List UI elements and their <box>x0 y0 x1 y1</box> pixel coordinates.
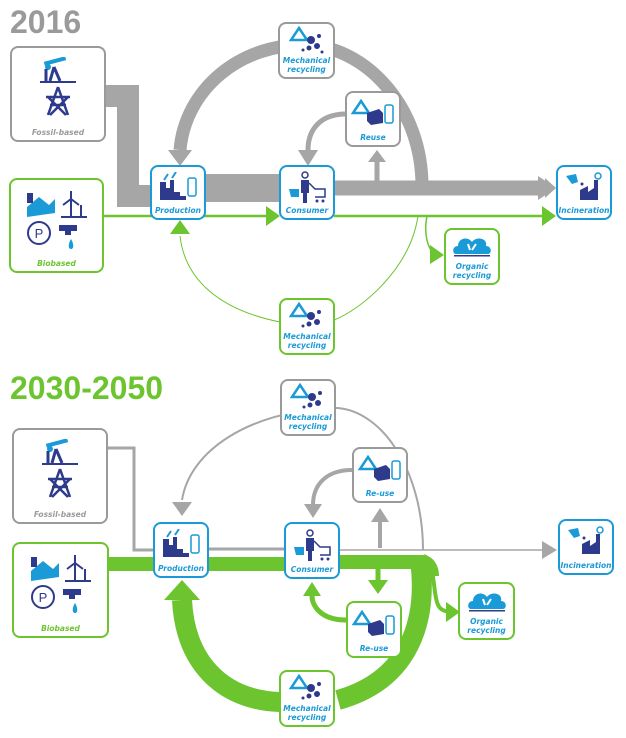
node-label: Biobased <box>37 259 76 268</box>
node-reuse: Reuse <box>345 91 401 147</box>
node-fossil-based: Fossil-based <box>10 46 106 142</box>
node-mechanical-recycling-top-2030: Mechanical recycling <box>280 379 336 436</box>
node-biobased: P Biobased <box>9 178 104 273</box>
node-label: Re-use <box>365 489 395 498</box>
recycle-particles-icon <box>282 381 334 413</box>
factory-bottle-icon <box>152 167 204 206</box>
node-label: Consumer <box>285 206 329 215</box>
node-label: Mechanical recycling <box>283 704 331 722</box>
node-biobased-2030: P Biobased <box>12 542 109 638</box>
node-consumer-2030: Consumer <box>284 522 340 579</box>
compost-cloud-icon <box>460 584 513 617</box>
factory-bottle-icon <box>155 524 207 564</box>
node-label: Fossil-based <box>33 510 87 519</box>
panel-title-2016: 2016 <box>10 4 82 40</box>
oil-pump-pylon-icon <box>14 430 106 510</box>
node-label: Production <box>158 564 204 573</box>
node-incineration: Incineration <box>556 165 612 220</box>
node-label: Consumer <box>290 565 334 574</box>
panel-2030-flows <box>108 406 557 712</box>
node-organic-recycling: Organic recycling <box>444 228 500 285</box>
node-label: Incineration <box>558 206 610 215</box>
shopper-cart-icon <box>281 167 333 206</box>
node-label: Incineration <box>560 561 612 570</box>
node-label: Mechanical recycling <box>284 413 332 431</box>
compost-cloud-icon <box>446 230 498 262</box>
node-mechanical-recycling-bottom: Mechanical recycling <box>279 298 335 355</box>
node-label: Mechanical recycling <box>283 332 331 350</box>
node-reuse-bottom-2030: Re-use <box>346 601 402 658</box>
shopper-cart-icon <box>286 524 338 565</box>
node-label: Fossil-based <box>31 128 85 137</box>
svg-text:P: P <box>38 590 47 605</box>
svg-text:P: P <box>34 226 43 241</box>
flow-production-consumer-grey <box>204 174 282 202</box>
node-organic-recycling-2030: Organic recycling <box>458 582 515 640</box>
node-label: Organic recycling <box>452 262 492 280</box>
node-label: Organic recycling <box>467 617 506 635</box>
node-mechanical-recycling-top: Mechanical recycling <box>278 22 335 79</box>
arrow-to-production <box>168 150 192 166</box>
node-incineration-2030: Incineration <box>558 519 614 575</box>
node-production: Production <box>150 165 206 220</box>
panel-title-2030-2050: 2030-2050 <box>10 370 164 406</box>
node-mechanical-recycling-bottom-2030: Mechanical recycling <box>279 670 335 727</box>
recycle-particles-icon <box>281 672 333 704</box>
node-label: Mechanical recycling <box>282 56 331 74</box>
flow-fossil-production <box>106 85 152 207</box>
node-production-2030: Production <box>153 522 209 578</box>
flow-green-mech-loop <box>333 215 419 321</box>
farm-wind-water-icon: P <box>11 180 102 259</box>
node-fossil-based-2030: Fossil-based <box>12 428 108 524</box>
flow-reuse-loop-down <box>305 111 347 151</box>
flow-fossil-production-thin <box>108 446 155 552</box>
recycle-box-bottle-icon <box>354 449 406 489</box>
node-label: Reuse <box>360 133 386 142</box>
node-label: Re-use <box>359 644 389 653</box>
node-consumer: Consumer <box>279 165 335 220</box>
node-label: Biobased <box>41 624 80 633</box>
recycle-box-bottle-icon <box>347 93 399 133</box>
node-label: Production <box>155 206 201 215</box>
oil-pump-pylon-icon <box>12 48 104 128</box>
incinerator-icon <box>560 521 612 561</box>
arrow-to-production-green <box>164 580 200 600</box>
panel-2016-flows <box>102 38 556 323</box>
incinerator-icon <box>558 167 610 206</box>
flow-green-mech-loop-thick <box>335 558 432 710</box>
recycle-particles-icon <box>281 300 333 332</box>
recycle-particles-icon <box>280 24 333 56</box>
node-reuse-top-2030: Re-use <box>352 447 408 503</box>
farm-wind-water-icon: P <box>14 544 107 624</box>
recycle-box-bottle-icon <box>348 603 400 644</box>
